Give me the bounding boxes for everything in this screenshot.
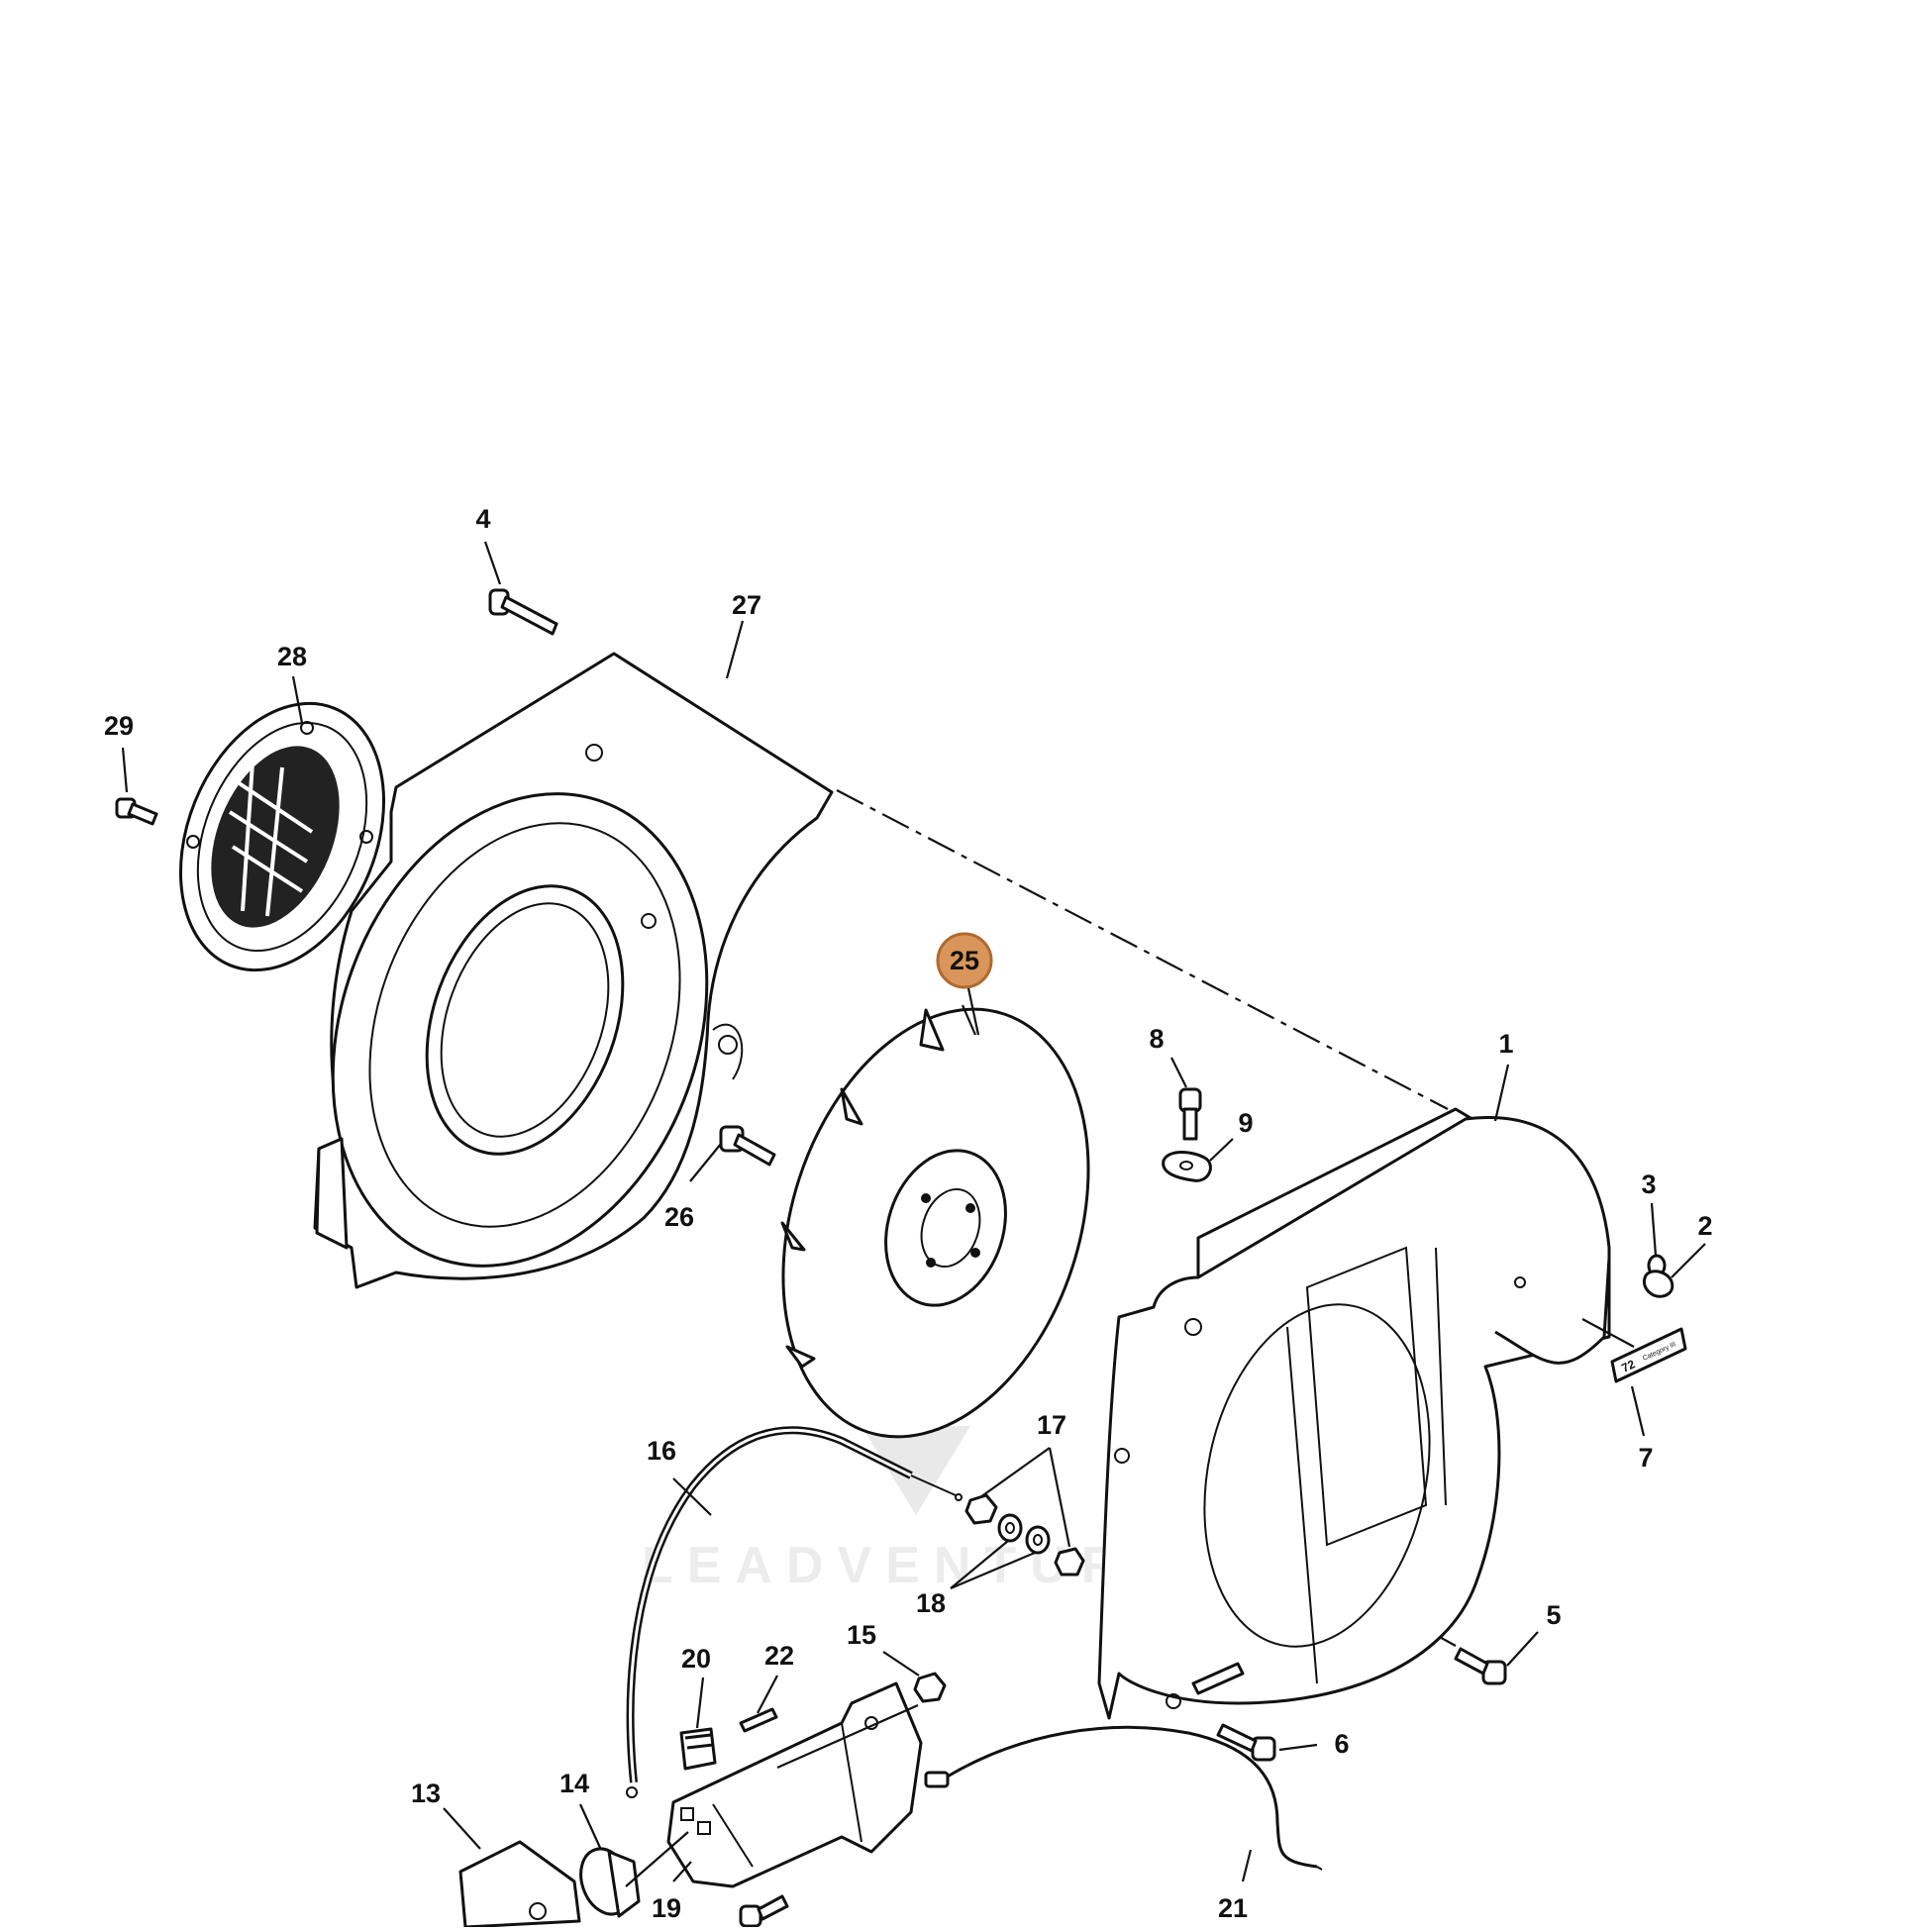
callout-21: 21 [1218,1893,1248,1923]
callout-13: 13 [411,1779,441,1808]
assembly-dash-line [836,789,1449,1110]
callout-28: 28 [277,642,307,671]
callout-19: 19 [652,1893,681,1923]
cap-nut-2 [1642,1270,1674,1298]
intake-screen-28 [178,701,386,972]
callout-4: 4 [475,504,490,534]
screw-5 [1454,1647,1507,1685]
screw-26 [719,1125,776,1167]
callout-14: 14 [559,1769,589,1798]
callout-17: 17 [1037,1410,1066,1440]
callout-9: 9 [1238,1108,1253,1138]
washer-plate-9 [1162,1151,1212,1182]
trigger-14 [579,1847,641,1918]
callout-20: 20 [681,1644,711,1674]
decal-7: 72 Category III [1610,1327,1687,1383]
screw-8 [1178,1087,1202,1141]
callout-27: 27 [732,590,761,620]
callout-15: 15 [847,1620,876,1650]
highlight-circle-25 [936,932,993,989]
callout-2: 2 [1697,1211,1712,1241]
screw-4 [488,588,558,636]
callout-29: 29 [104,711,134,741]
callout-16: 16 [647,1436,676,1466]
plug-20 [679,1727,717,1771]
callout-8: 8 [1149,1024,1164,1054]
screw-29 [115,797,158,826]
callout-6: 6 [1334,1729,1349,1759]
callout-1: 1 [1498,1029,1513,1059]
callout-22: 22 [764,1641,794,1671]
fan-impeller-25 [780,1007,1090,1439]
leader-25 [966,987,980,1036]
leader-lines [121,541,1706,1887]
callout-3: 3 [1641,1169,1656,1199]
screw-small-bottom [739,1894,789,1928]
label-22 [739,1707,778,1733]
housing-27 [313,652,834,1289]
handle-bracket-19 [666,1681,923,1888]
washer-18 [997,1513,1051,1555]
screw-6 [1216,1723,1276,1762]
callout-5: 5 [1546,1600,1561,1630]
housing-1 [1097,1107,1611,1720]
cable-21 [924,1725,1323,1871]
callout-7: 7 [1638,1443,1653,1473]
nut-15 [913,1672,947,1703]
callout-labels: 1 2 3 4 5 6 7 8 9 13 14 15 16 17 18 19 2… [104,504,1713,1923]
callout-26: 26 [664,1202,694,1232]
callout-25: 25 [950,946,979,975]
decal-number: 72 [1619,1357,1637,1374]
callout-18: 18 [916,1588,946,1618]
grip-13 [458,1840,581,1929]
watermark-text: LEADVENTURE [642,1537,1180,1594]
nut-17 [964,1493,1085,1576]
